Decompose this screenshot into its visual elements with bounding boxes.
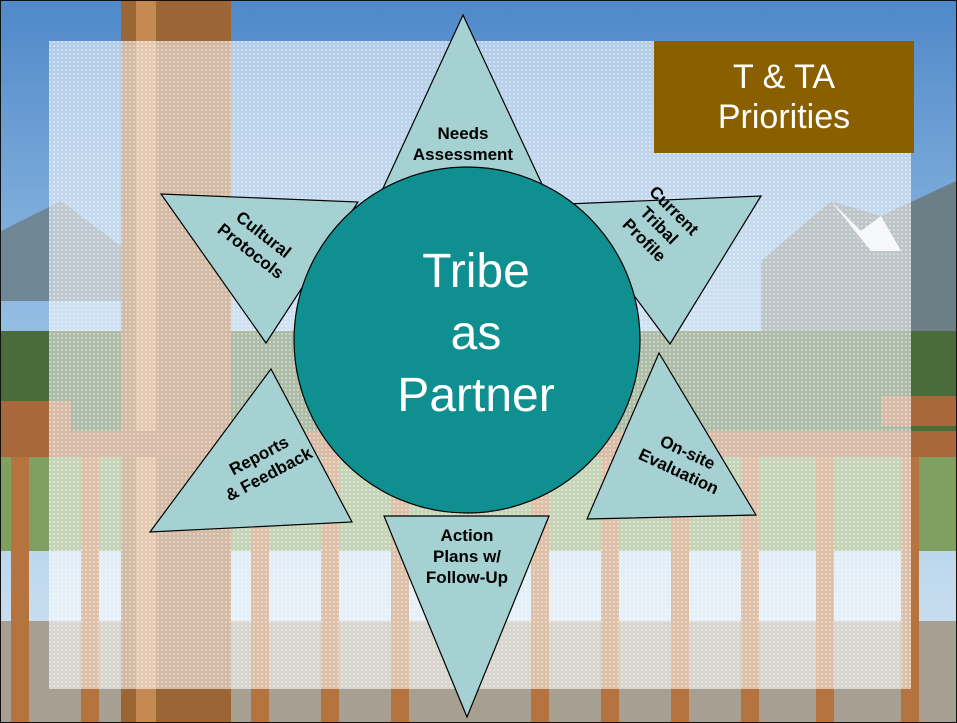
triangle-action — [383, 515, 550, 719]
center-circle — [293, 166, 641, 514]
triangle-reports — [148, 367, 353, 533]
title-line-1: T & TA — [732, 58, 836, 96]
title-box: T & TA Priorities — [654, 41, 914, 153]
triangle-onsite — [586, 351, 758, 520]
title-line-2: Priorities — [717, 98, 851, 136]
label-action-plans: Action Plans w/ Follow-Up — [425, 526, 509, 587]
label-needs-assessment: Needs Assessment — [412, 124, 514, 164]
